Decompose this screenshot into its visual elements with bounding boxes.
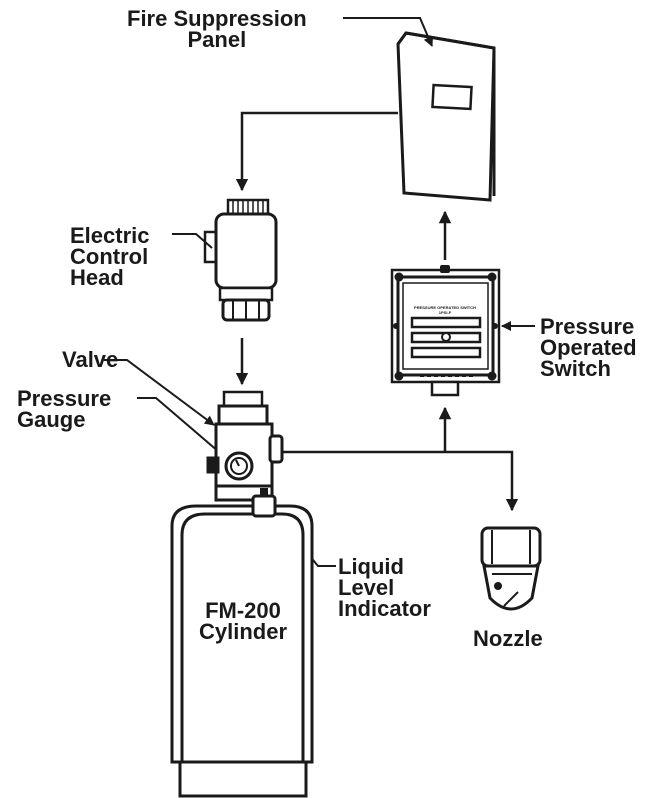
nozzle [480,526,542,611]
label-control-head-line-1: Electric [70,223,150,248]
label-panel-line-1: Fire Suppression [127,6,307,31]
electric-control-head [203,198,278,322]
label-cylinder-line-2: Cylinder [198,619,288,644]
label-gauge-line-1: Pressure [17,386,112,411]
label-switch-line-1: Pressure [540,314,635,339]
label-liquid-level-indicator: Liquid Level Indicator [338,554,431,621]
fm200-cylinder [170,488,314,798]
pressure-operated-switch [390,265,501,397]
cylinder-valve [206,390,284,502]
panel-leader-arrow [343,17,434,47]
label-valve: Valve [62,347,119,372]
label-electric-control-head: Electric Control Head [70,223,150,290]
label-pressure-gauge: Pressure Gauge [17,386,112,432]
fire-suppression-panel [396,31,496,202]
gauge-leader-arrow [137,397,227,459]
switch-plate-title: PRESSURE OPERATED SWITCH [414,305,476,310]
control-head-leader [172,233,213,249]
switch-plate-subtitle: 1PSI-F [439,310,452,315]
label-fm200-cylinder: FM-200 Cylinder [193,598,293,644]
panel-to-head-line [235,111,398,192]
label-switch-line-2: Operated [540,335,637,360]
label-liquid-line-1: Liquid [338,554,404,579]
label-cylinder-line-1: FM-200 [205,598,281,623]
label-gauge-line-2: Gauge [17,407,86,432]
valve-leader-arrow [104,359,215,426]
label-liquid-line-2: Level [338,575,395,600]
discharge-pipe-to-nozzle [282,450,519,512]
label-liquid-line-3: Indicator [338,596,431,621]
label-control-head-line-2: Control [70,244,149,269]
label-control-head-line-3: Head [70,265,124,290]
label-pressure-operated-switch: Pressure Operated Switch [540,314,637,381]
label-fire-suppression-panel: Fire Suppression Panel [127,6,307,52]
label-nozzle: Nozzle [473,626,543,651]
label-panel-line-2: Panel [187,27,247,52]
label-switch-line-3: Switch [540,356,611,381]
